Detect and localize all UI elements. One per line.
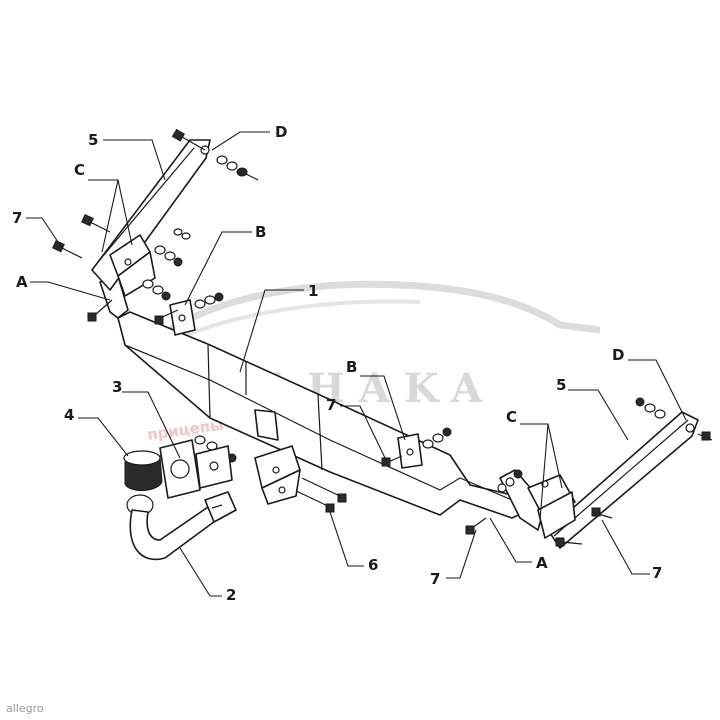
hitch-mount-plate — [254, 445, 301, 505]
callout-b-right: B — [346, 358, 357, 376]
callout-5-left: 5 — [88, 131, 98, 149]
callout-c-left: C — [74, 161, 85, 179]
side-bar-right — [527, 411, 699, 549]
callout-2: 2 — [226, 586, 236, 604]
ball-neck — [126, 491, 237, 561]
callout-labels: 5 D C 7 A B 1 3 4 2 6 B 7 C 5 D 7 A 7 — [12, 123, 662, 604]
side-bar-left — [91, 139, 211, 297]
bracket-b-right — [397, 433, 423, 469]
bolt-7-left-upper — [81, 214, 111, 233]
nut-stack-b-right — [381, 427, 452, 467]
nut-stack-c-right — [497, 469, 523, 493]
callout-7-right: 7 — [652, 564, 662, 582]
callout-b-left: B — [255, 223, 266, 241]
bolt-7-right-lower — [555, 507, 613, 547]
callout-d-left: D — [275, 123, 287, 141]
callout-6: 6 — [368, 556, 378, 574]
bolt-7-left-lower — [52, 240, 83, 259]
bolt-top-left — [171, 128, 206, 151]
callout-1: 1 — [308, 282, 318, 300]
nut-stack-b-left — [154, 292, 224, 325]
callout-4: 4 — [64, 406, 74, 424]
callout-a-right: A — [536, 554, 548, 572]
bolt-a-left — [87, 299, 113, 322]
watermark-car-silhouette — [147, 280, 601, 348]
leader-lines — [26, 131, 687, 597]
socket-flange — [159, 439, 233, 499]
callout-a-left: A — [16, 273, 28, 291]
callout-7-bottom: 7 — [430, 570, 440, 588]
ball-cap — [123, 450, 163, 491]
callout-d-right: D — [612, 346, 624, 364]
callout-3: 3 — [112, 378, 122, 396]
nut-stack-d-right — [635, 397, 713, 441]
callout-c-right: C — [506, 408, 517, 426]
source-tag: allegro — [6, 702, 44, 715]
nut-stack-d-left — [216, 155, 259, 181]
bolt-a-right — [465, 517, 487, 535]
callout-7-left: 7 — [12, 209, 22, 227]
callout-7-center: 7 — [326, 396, 336, 414]
bracket-b-left — [169, 299, 196, 336]
nut-stack-c-left — [142, 228, 191, 301]
watermark-car-roof — [174, 299, 421, 342]
callout-5-right: 5 — [556, 376, 566, 394]
